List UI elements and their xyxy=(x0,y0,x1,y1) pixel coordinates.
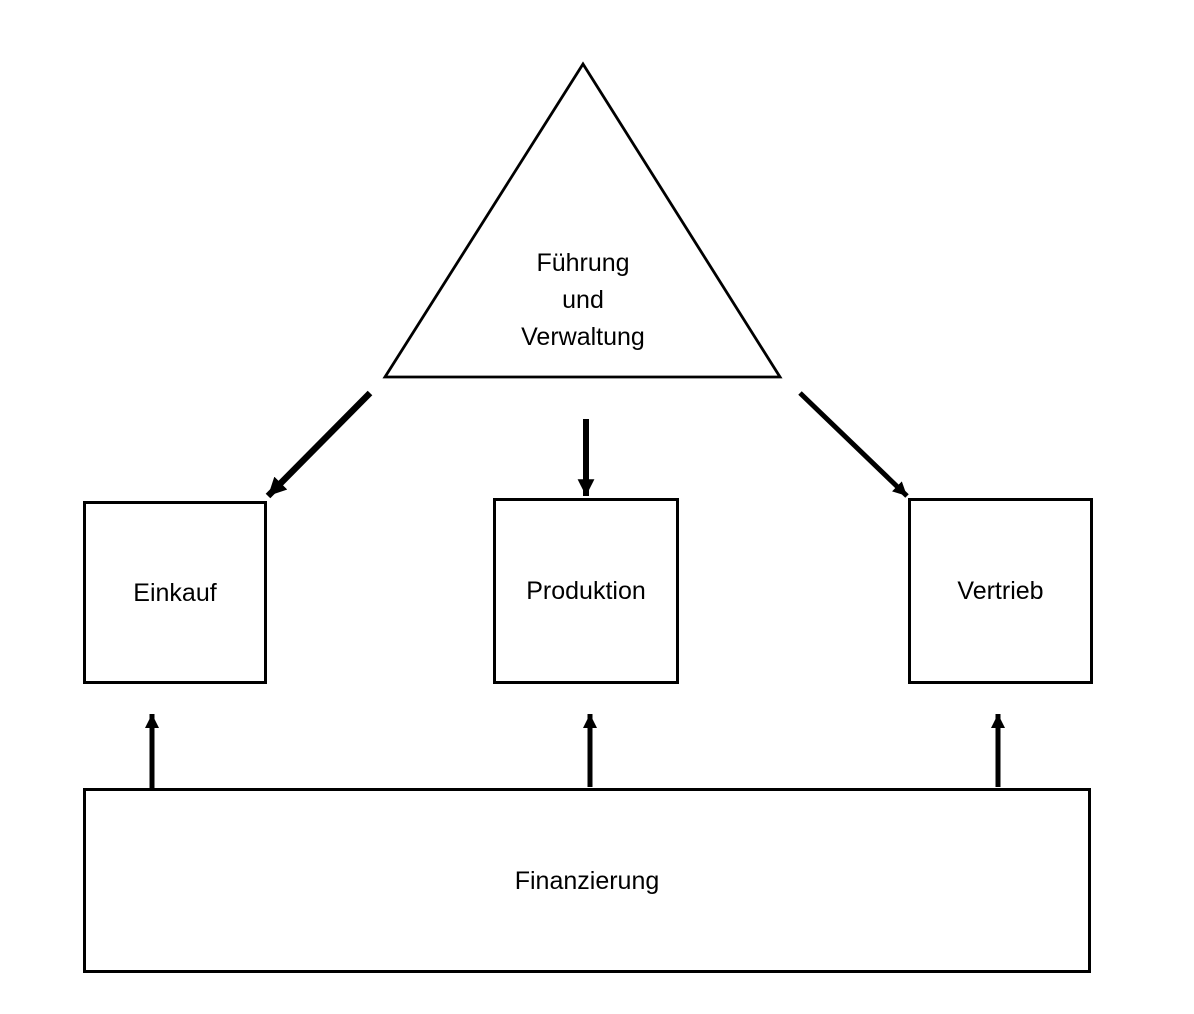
box-einkauf-label: Einkauf xyxy=(133,578,217,607)
box-finanzierung-label: Finanzierung xyxy=(514,866,660,895)
box-finanzierung: Finanzierung xyxy=(83,788,1091,973)
triangle-label: Führung und Verwaltung xyxy=(521,249,645,351)
box-produktion-label: Produktion xyxy=(526,577,646,605)
arrow-triangle-to-vertrieb xyxy=(798,391,909,498)
box-produktion: Produktion xyxy=(493,498,679,684)
arrow-triangle-to-einkauf xyxy=(265,390,373,499)
box-einkauf: Einkauf xyxy=(83,501,267,684)
box-vertrieb-label: Vertrieb xyxy=(957,577,1044,605)
box-vertrieb: Vertrieb xyxy=(908,498,1093,684)
triangle-fuehrung-und-verwaltung xyxy=(382,61,783,379)
